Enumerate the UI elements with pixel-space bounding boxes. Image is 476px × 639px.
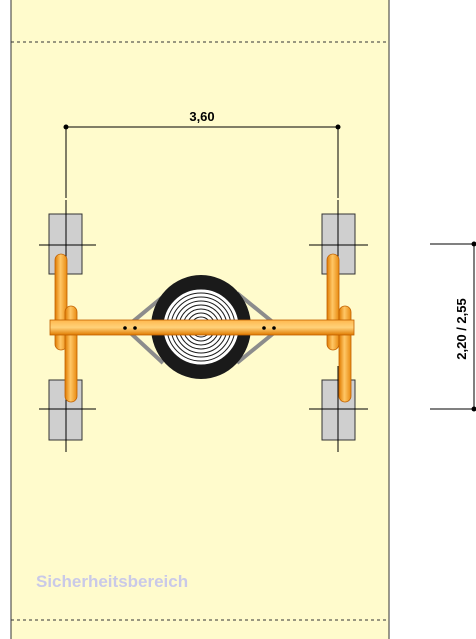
width-dimension-label: 3,60 bbox=[189, 109, 214, 124]
depth-dimension-dot-top bbox=[471, 241, 476, 247]
safety-zone-label: Sicherheitsbereich bbox=[36, 572, 188, 591]
depth-dimension-dot-bottom bbox=[471, 406, 476, 412]
width-dimension: 3,60 bbox=[63, 109, 341, 198]
top-beam-bar bbox=[49, 319, 355, 336]
beam-hole bbox=[133, 326, 137, 330]
top-beam bbox=[49, 319, 355, 336]
width-dimension-dot-left bbox=[63, 124, 69, 130]
width-dimension-dot-right bbox=[335, 124, 341, 130]
depth-dimension: 2,20 / 2,55 bbox=[430, 241, 476, 412]
leg-right-top bbox=[326, 253, 340, 351]
beam-hole bbox=[272, 326, 276, 330]
beam-hole bbox=[123, 326, 127, 330]
depth-dimension-label: 2,20 / 2,55 bbox=[454, 298, 469, 359]
beam-hole bbox=[262, 326, 266, 330]
